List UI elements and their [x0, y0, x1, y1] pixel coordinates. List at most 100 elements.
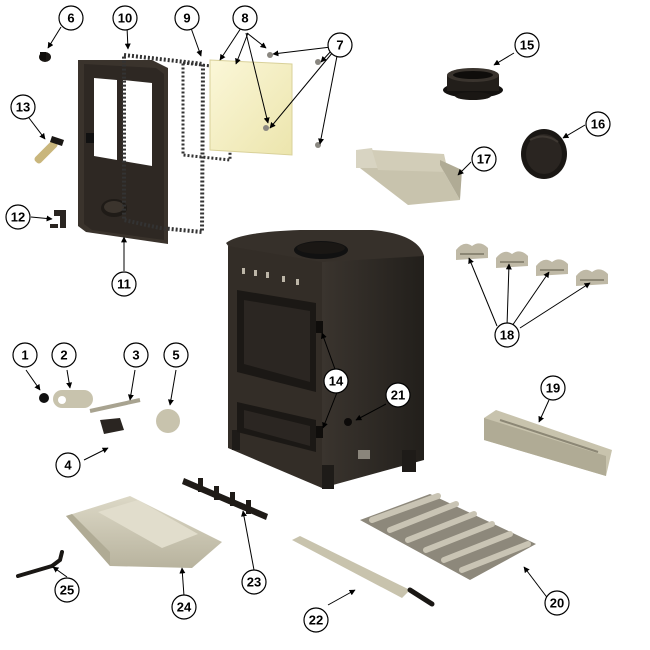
callout-circle — [51, 342, 77, 368]
callout-label: 1 — [21, 348, 28, 363]
callout-22: 22 — [303, 607, 329, 633]
callout-circle — [112, 5, 138, 31]
door-glass — [209, 59, 293, 156]
callout-circle — [58, 5, 84, 31]
door-seal — [122, 52, 206, 235]
callout-4: 4 — [55, 452, 81, 478]
callout-circle — [544, 590, 570, 616]
callout-label: 20 — [550, 596, 564, 611]
callout-label: 2 — [60, 348, 67, 363]
part-1-knob — [39, 393, 49, 403]
callout-7: 7 — [327, 32, 353, 58]
callout-label: 15 — [520, 38, 534, 53]
callout-13: 13 — [10, 94, 36, 120]
part-3-rod — [89, 398, 141, 413]
part-17-baffle — [356, 148, 462, 205]
callout-17: 17 — [471, 146, 497, 172]
callout-circle — [54, 577, 80, 603]
part-18-fire-bars — [456, 243, 608, 286]
callout-circle — [174, 5, 200, 31]
part-13-handle — [34, 136, 64, 164]
callout-label: 11 — [117, 277, 131, 292]
callout-2: 2 — [51, 342, 77, 368]
leader-lines — [25, 26, 591, 606]
stove-door — [78, 60, 168, 244]
part-22-riddling-bar — [292, 536, 435, 607]
part-25-tool — [16, 550, 64, 578]
callout-18: 18 — [494, 322, 520, 348]
part-24-ash-pan — [66, 496, 222, 568]
callout-1: 1 — [12, 342, 38, 368]
callout-9: 9 — [174, 5, 200, 31]
callout-label: 25 — [60, 583, 74, 598]
callout-label: 18 — [500, 328, 514, 343]
callout-5: 5 — [163, 342, 189, 368]
callout-label: 17 — [477, 152, 491, 167]
callout-25: 25 — [54, 577, 80, 603]
callout-20: 20 — [544, 590, 570, 616]
callout-24: 24 — [171, 594, 197, 620]
air-slots — [242, 268, 299, 285]
callout-label: 22 — [309, 613, 323, 628]
callout-circle — [494, 322, 520, 348]
callout-label: 16 — [591, 117, 605, 132]
callout-label: 7 — [336, 38, 343, 53]
part-2-plate — [53, 390, 93, 408]
callout-circle — [163, 342, 189, 368]
callout-11: 11 — [111, 271, 137, 297]
callout-10: 10 — [112, 5, 138, 31]
callout-circle — [585, 111, 611, 137]
callout-circle — [111, 271, 137, 297]
callout-circle — [385, 382, 411, 408]
callout-label: 14 — [329, 374, 344, 389]
callout-circle — [540, 375, 566, 401]
callout-circle — [171, 594, 197, 620]
callout-19: 19 — [540, 375, 566, 401]
callout-circle — [241, 569, 267, 595]
callout-label: 10 — [118, 11, 132, 26]
callout-circle — [514, 32, 540, 58]
callout-circle — [303, 607, 329, 633]
callout-circle — [10, 94, 36, 120]
callout-6: 6 — [58, 5, 84, 31]
callout-12: 12 — [5, 204, 31, 230]
callout-circle — [5, 204, 31, 230]
callout-23: 23 — [241, 569, 267, 595]
part-23-grate-bar — [182, 478, 268, 520]
callout-circle — [55, 452, 81, 478]
stove-body — [226, 230, 424, 489]
callout-label: 24 — [177, 600, 192, 615]
callout-circle — [123, 342, 149, 368]
callout-label: 3 — [132, 348, 139, 363]
part-5-disc — [156, 409, 180, 433]
part-15-flue-collar — [443, 68, 503, 100]
part-12-catch — [50, 210, 66, 228]
callout-3: 3 — [123, 342, 149, 368]
callout-circle — [12, 342, 38, 368]
callout-label: 6 — [67, 11, 74, 26]
callout-label: 21 — [391, 388, 405, 403]
part-4-bracket — [100, 418, 124, 434]
callout-label: 13 — [16, 100, 30, 115]
callout-circle — [327, 32, 353, 58]
callout-14: 14 — [323, 368, 349, 394]
callout-label: 19 — [546, 381, 560, 396]
callout-16: 16 — [585, 111, 611, 137]
callout-label: 9 — [183, 11, 190, 26]
part-16-blanking-plate — [521, 129, 567, 179]
callout-label: 8 — [241, 11, 248, 26]
callout-label: 4 — [64, 458, 72, 473]
part-20-grate — [360, 493, 536, 580]
glass-seal — [181, 61, 232, 162]
callout-8: 8 — [232, 5, 258, 31]
part-19-rear-brick — [484, 410, 612, 476]
callout-circle — [232, 5, 258, 31]
callout-21: 21 — [385, 382, 411, 408]
part-6-knob — [39, 52, 51, 62]
callout-15: 15 — [514, 32, 540, 58]
callout-label: 23 — [247, 575, 261, 590]
callout-circle — [323, 368, 349, 394]
